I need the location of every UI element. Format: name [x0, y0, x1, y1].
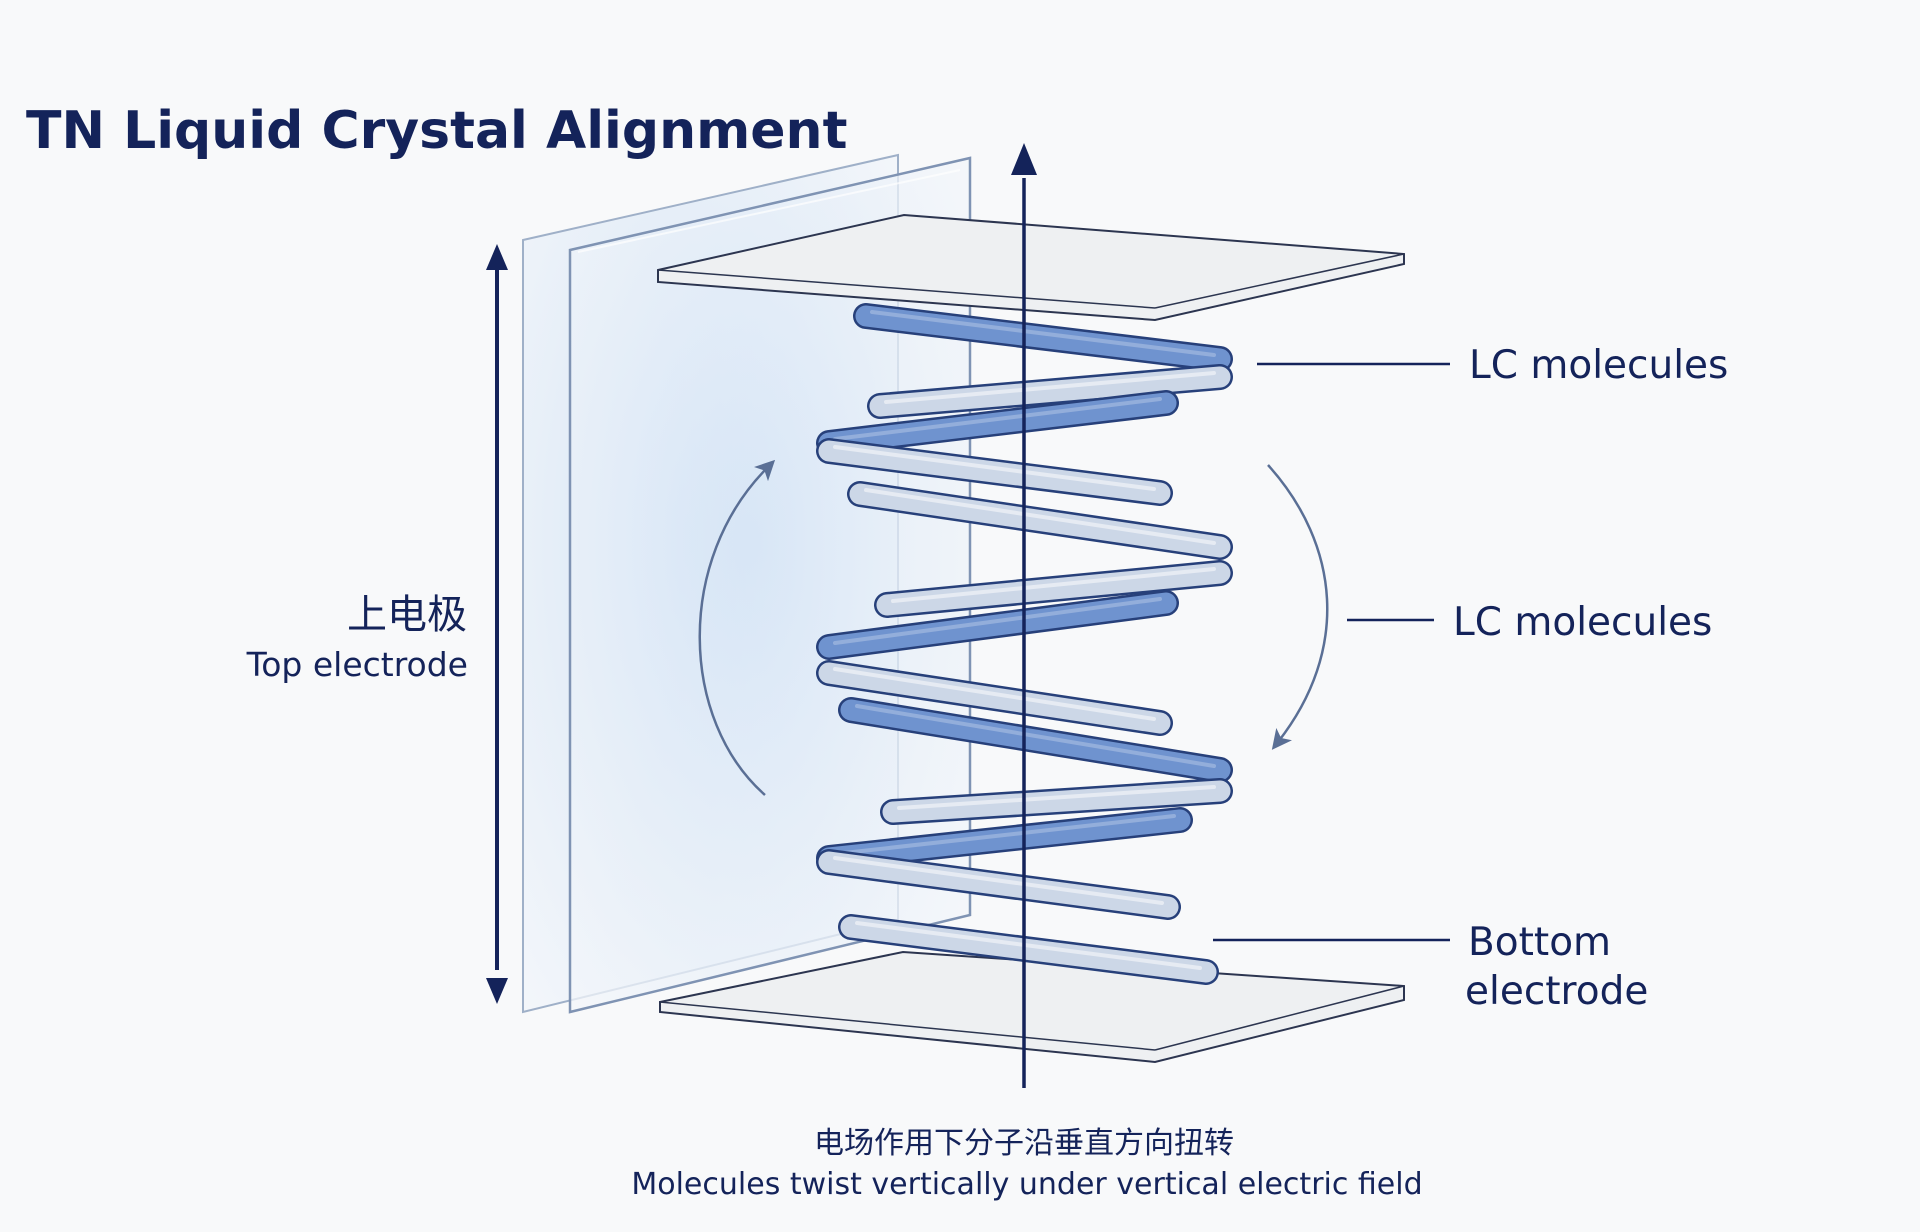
glass-panes	[522, 153, 972, 1014]
top-electrode-label-en: Top electrode	[246, 645, 468, 684]
lc-molecules-label-2: LC molecules	[1453, 600, 1712, 645]
lc-molecule-rod	[816, 660, 1173, 736]
lc-molecule-rods	[816, 303, 1233, 985]
caption-en: Molecules twist vertically under vertica…	[631, 1167, 1422, 1202]
lc-molecules-label-1: LC molecules	[1469, 343, 1728, 388]
lc-molecule-rod	[874, 560, 1233, 618]
vertical-double-arrow	[486, 244, 508, 1004]
curved-arrow-right	[1267, 464, 1329, 750]
bottom-electrode-label-line2: electrode	[1465, 969, 1648, 1014]
lc-molecule-rod	[816, 849, 1181, 920]
electric-field-axis	[1011, 143, 1037, 1088]
lc-molecule-rod	[853, 303, 1233, 372]
lc-molecule-rod	[816, 590, 1179, 660]
diagram-title: TN Liquid Crystal Alignment	[26, 101, 847, 161]
lc-molecule-rod	[847, 481, 1233, 560]
lc-molecule-rod	[816, 438, 1173, 506]
bottom-electrode-plate	[659, 950, 1405, 1064]
lc-molecule-rod	[838, 697, 1233, 783]
lc-molecule-rod	[816, 390, 1179, 456]
top-electrode-label-cn: 上电极	[347, 592, 467, 638]
bottom-electrode-label-line1: Bottom	[1468, 920, 1611, 965]
top-electrode-plate	[657, 213, 1405, 322]
caption-cn: 电场作用下分子沿垂直方向扭转	[814, 1126, 1234, 1161]
lc-molecule-rod	[838, 914, 1219, 985]
curved-arrow-left	[698, 459, 776, 796]
lc-molecule-rod	[880, 778, 1233, 825]
lc-molecule-rod	[816, 807, 1193, 871]
lc-molecule-rod	[867, 364, 1233, 419]
